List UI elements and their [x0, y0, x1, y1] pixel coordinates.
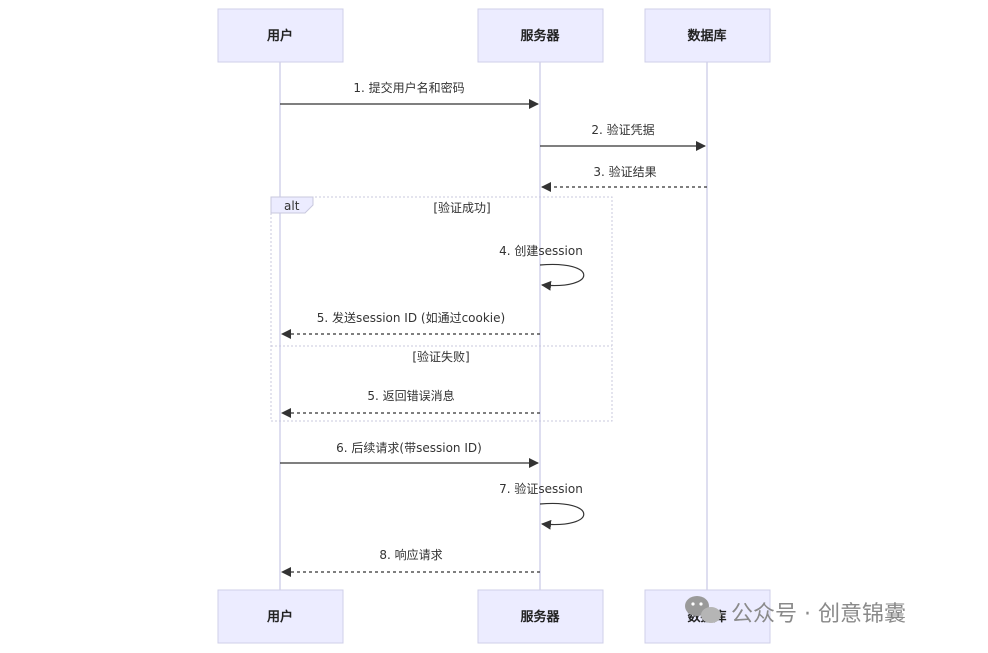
message-verify-credentials: 2. 验证凭据 — [540, 122, 706, 151]
message-label: 5. 发送session ID (如通过cookie) — [317, 310, 505, 325]
actor-server-bottom: 服务器 — [477, 589, 604, 644]
message-label: 7. 验证session — [499, 481, 583, 496]
actor-label: 用户 — [266, 28, 293, 44]
actor-label: 用户 — [266, 609, 293, 625]
alt-condition-success: [验证成功] — [433, 200, 490, 215]
wechat-icon — [685, 596, 721, 623]
actor-label: 数据库 — [687, 28, 726, 44]
message-send-session-id: 5. 发送session ID (如通过cookie) — [281, 310, 540, 339]
message-label: 6. 后续请求(带session ID) — [336, 441, 482, 455]
actor-server-top: 服务器 — [477, 8, 604, 63]
message-return-error: 5. 返回错误消息 — [281, 388, 540, 418]
message-label: 2. 验证凭据 — [591, 122, 654, 137]
message-create-session: 4. 创建session — [499, 244, 585, 291]
actor-label: 服务器 — [520, 609, 560, 625]
actor-database-top: 数据库 — [644, 8, 771, 63]
message-label: 4. 创建session — [499, 244, 583, 258]
actor-user-bottom: 用户 — [217, 589, 344, 644]
message-respond-request: 8. 响应请求 — [281, 547, 540, 577]
message-label: 5. 返回错误消息 — [367, 388, 454, 403]
alt-tag: alt — [284, 199, 300, 213]
message-verify-session: 7. 验证session — [499, 481, 585, 530]
watermark-text: 公众号 · 创意锦囊 — [731, 602, 906, 627]
message-label: 1. 提交用户名和密码 — [353, 80, 464, 95]
message-submit-credentials: 1. 提交用户名和密码 — [280, 80, 539, 109]
actor-user-top: 用户 — [217, 8, 344, 63]
actor-label: 服务器 — [520, 28, 560, 44]
message-label: 3. 验证结果 — [593, 164, 656, 179]
watermark: 公众号 · 创意锦囊 — [685, 596, 906, 627]
message-verify-result: 3. 验证结果 — [541, 164, 707, 192]
message-label: 8. 响应请求 — [379, 547, 442, 562]
alt-condition-failure: [验证失败] — [412, 349, 469, 364]
message-subsequent-request: 6. 后续请求(带session ID) — [280, 441, 539, 468]
alt-frame: alt [验证成功] [验证失败] — [270, 196, 613, 422]
